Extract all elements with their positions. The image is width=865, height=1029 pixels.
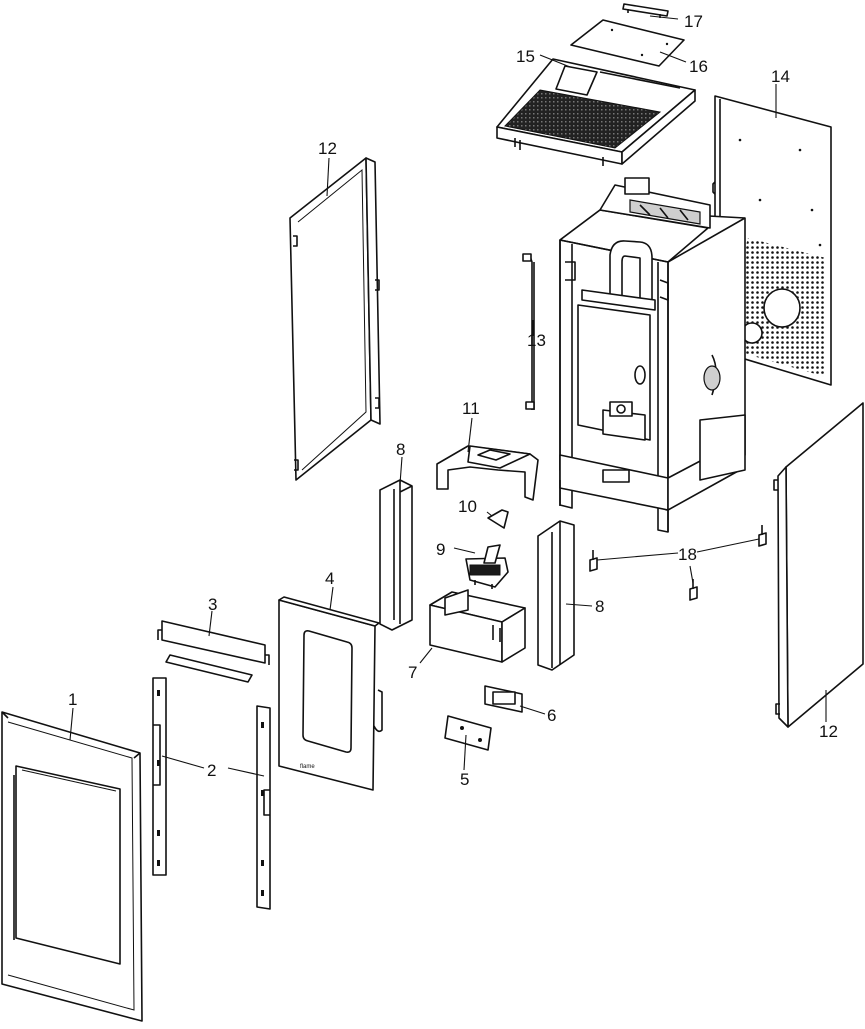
callout-17: 17 <box>684 12 703 31</box>
callout-labels: 17 16 15 14 12 13 11 8 10 9 18 4 3 8 7 6… <box>68 12 838 789</box>
callout-3: 3 <box>208 595 217 614</box>
part-3-trim <box>157 620 270 683</box>
callout-8-left: 8 <box>396 440 405 459</box>
callout-14: 14 <box>771 67 790 86</box>
callout-16: 16 <box>689 57 708 76</box>
part-7-ash-box <box>429 589 526 663</box>
part-1-front-frame <box>1 711 143 1022</box>
part-18-foot-bottom <box>689 579 698 601</box>
callout-1: 1 <box>68 690 77 709</box>
callout-4: 4 <box>325 569 334 588</box>
callout-18: 18 <box>678 545 697 564</box>
part-16-top-plate <box>570 19 685 67</box>
callout-12-right: 12 <box>819 722 838 741</box>
part-5-cover <box>444 715 492 751</box>
part-15-top-grill-lid <box>496 58 696 166</box>
callout-13: 13 <box>527 331 546 350</box>
part-12-left-side-panel <box>289 157 381 481</box>
callout-10: 10 <box>458 497 477 516</box>
part-8-bracket-left <box>379 479 413 631</box>
main-body-frame <box>559 177 746 533</box>
part-8-bracket-right <box>537 520 575 671</box>
part-2-strip-left <box>152 677 167 876</box>
part-18-foot-left <box>589 550 598 572</box>
callout-15: 15 <box>516 47 535 66</box>
part-18-foot-right <box>758 525 767 547</box>
callout-11: 11 <box>462 399 480 418</box>
callout-2: 2 <box>207 761 216 780</box>
part-6-plate <box>484 685 523 713</box>
part-13-rod <box>522 253 535 410</box>
door-logo-text: flame <box>300 764 315 770</box>
part-10-clip <box>487 509 509 529</box>
leader-lines <box>69 15 827 777</box>
callout-9: 9 <box>436 540 445 559</box>
part-2-strip-right <box>256 705 271 910</box>
part-11-deflector <box>436 445 539 501</box>
callout-12-left: 12 <box>318 139 337 158</box>
part-12-right-side-panel <box>773 402 864 728</box>
part-9-burn-pot <box>465 544 509 589</box>
callout-5: 5 <box>460 770 469 789</box>
part-4-inner-door: flame <box>278 596 383 791</box>
part-17-top-clip <box>622 3 669 18</box>
callout-6: 6 <box>547 706 556 725</box>
callout-8-right: 8 <box>595 597 604 616</box>
callout-7: 7 <box>408 663 417 682</box>
